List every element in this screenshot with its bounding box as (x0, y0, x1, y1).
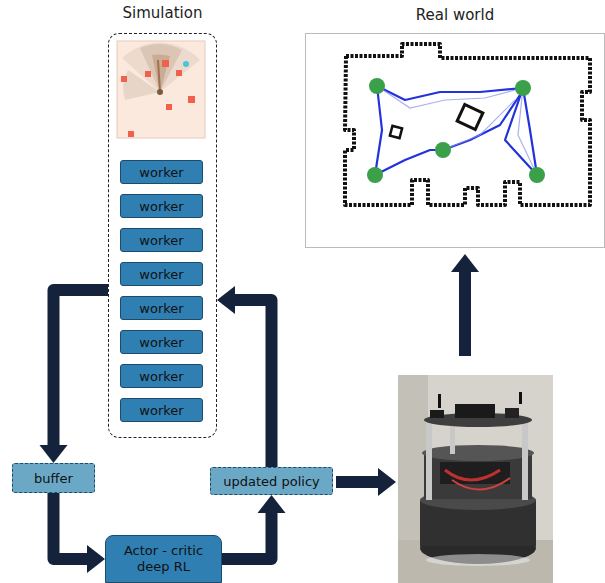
node-label: worker (139, 335, 183, 350)
flow-arrow (54, 493, 106, 573)
worker-box: worker (120, 262, 203, 286)
arrow-head (258, 495, 286, 513)
flow-arrow (217, 286, 272, 467)
group-heading: Simulation (69, 4, 256, 22)
node-label: updated policy (223, 474, 319, 489)
node-label: worker (139, 267, 183, 282)
worker-box: worker (120, 228, 203, 252)
node-label: worker (139, 403, 183, 418)
arrow-line (54, 290, 109, 447)
buffer-box: buffer (12, 463, 95, 493)
real-world-panel: Real world (305, 33, 605, 248)
group-heading: Real world (266, 6, 605, 24)
layout-arrows (336, 254, 479, 496)
robot-photo (398, 375, 553, 583)
worker-box: worker (120, 398, 203, 422)
arrow-line (222, 511, 272, 559)
worker-box: worker (120, 296, 203, 320)
node-label: worker (139, 199, 183, 214)
arrow-head (40, 445, 68, 463)
node-label: Actor - critic deep RL (110, 543, 217, 574)
node-label: worker (139, 369, 183, 384)
simulation-thumbnail (117, 41, 205, 138)
node-label: worker (139, 165, 183, 180)
flow-arrow (222, 495, 286, 559)
arrow-head (87, 545, 105, 573)
worker-box: worker (120, 364, 203, 388)
worker-box: worker (120, 330, 203, 354)
arrow-line (233, 300, 272, 467)
worker-box: worker (120, 160, 203, 184)
node-label: worker (139, 301, 183, 316)
real-world-map (305, 33, 605, 248)
process-box: Actor - critic deep RL (105, 535, 222, 583)
flow-arrow (40, 290, 109, 463)
policy-box: updated policy (210, 467, 333, 495)
node-label: worker (139, 233, 183, 248)
arrow-head (217, 286, 235, 314)
simulation-group: Simulationworkerworkerworkerworkerworker… (108, 33, 217, 438)
node-label: buffer (34, 471, 73, 486)
worker-box: worker (120, 194, 203, 218)
arrow-line (54, 493, 90, 559)
